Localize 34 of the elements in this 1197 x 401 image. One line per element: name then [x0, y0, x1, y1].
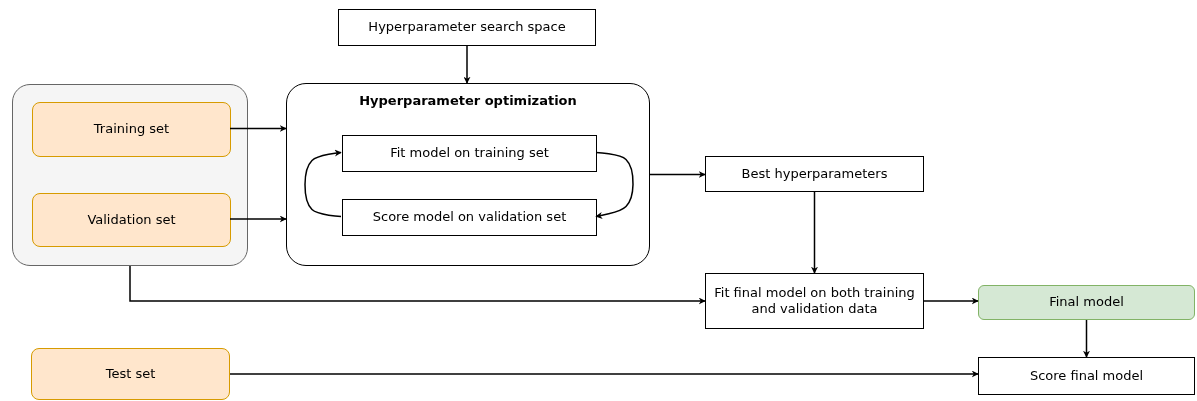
data-box: [32, 193, 231, 247]
group-panel: [12, 84, 248, 266]
box-label: Best hyperparameters: [740, 165, 889, 183]
process-box: [342, 199, 597, 236]
box-label: Fit final model on both training and validation data: [713, 284, 916, 318]
arrow: [129, 265, 706, 305]
process-box: [342, 135, 597, 172]
arrow: [811, 191, 818, 274]
arrow: [229, 125, 287, 132]
arrow: [595, 151, 634, 219]
process-box: [338, 9, 596, 46]
process-box: [978, 357, 1195, 395]
box-label: Score model on validation set: [371, 209, 568, 226]
arrow: [923, 297, 979, 305]
arrow: [1083, 319, 1090, 358]
box-label: Score final model: [1028, 367, 1145, 385]
result-box: [978, 285, 1195, 320]
box-label: Hyperparameter search space: [367, 19, 567, 36]
box-label: Validation set: [86, 211, 177, 229]
arrow: [649, 171, 706, 178]
arrow: [229, 370, 979, 378]
box-label: Final model: [1048, 294, 1125, 311]
container-box: [286, 83, 650, 266]
data-box: [32, 102, 231, 157]
arrow: [229, 215, 287, 223]
process-box: [705, 273, 924, 329]
box-label: Test set: [104, 365, 157, 383]
data-box: [31, 348, 230, 400]
box-label: Fit model on training set: [389, 145, 550, 162]
process-box: [705, 156, 924, 192]
arrow: [304, 149, 342, 218]
container-heading: Hyperparameter optimization: [358, 93, 578, 110]
arrow: [463, 45, 471, 84]
box-label: Training set: [92, 121, 171, 138]
